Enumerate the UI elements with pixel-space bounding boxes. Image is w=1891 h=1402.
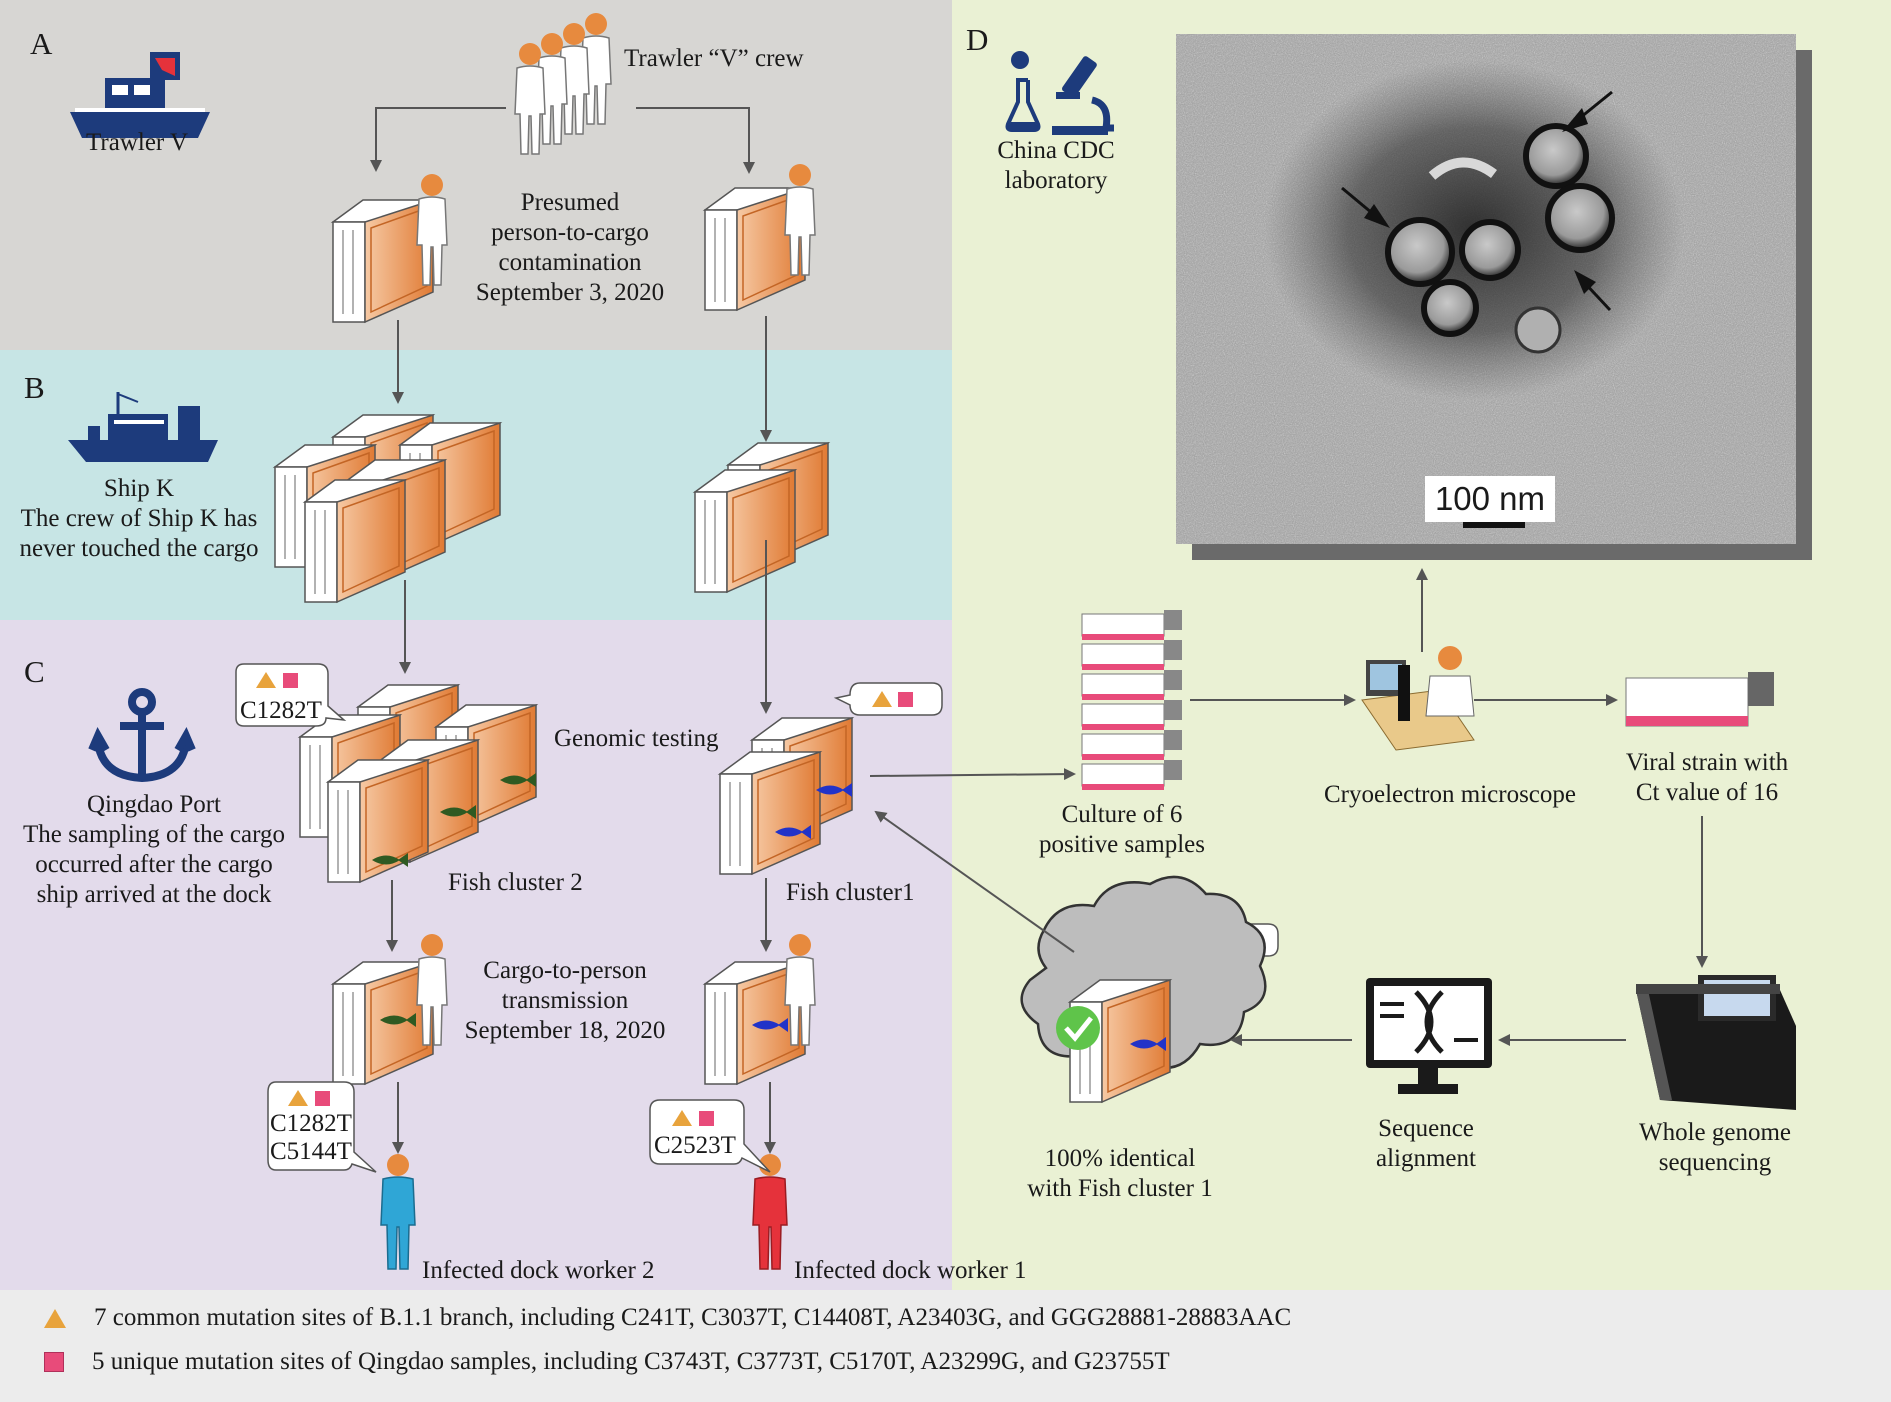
cargo-person-line-3: September 18, 2020	[464, 1017, 666, 1044]
ship-k-line-1: Ship K	[103, 475, 175, 502]
square-marker-icon	[44, 1352, 64, 1372]
port-label: Qingdao Port The sampling of the cargo o…	[14, 790, 294, 910]
bubble-cluster1	[833, 682, 943, 716]
worker-2-label: Infected dock worker 2	[422, 1257, 655, 1284]
em-image	[1176, 34, 1812, 560]
legend-row-triangle: 7 common mutation sites of B.1.1 branch,…	[44, 1304, 1291, 1332]
anchor-icon	[88, 688, 196, 783]
presumed-line-2: person-to-cargo	[491, 219, 649, 246]
viral-line-2: Ct value of 16	[1635, 779, 1779, 806]
cdc-label: China CDC laboratory	[986, 136, 1126, 196]
culture-line-1: Culture of 6	[1061, 801, 1183, 828]
identical-label: 100% identical with Fish cluster 1	[1010, 1144, 1230, 1204]
bubble-cluster2	[235, 663, 347, 727]
identical-line-1: 100% identical	[1044, 1145, 1196, 1172]
ship-k-line-2: The crew of Ship K has	[20, 505, 258, 532]
identical-line-2: with Fish cluster 1	[1027, 1175, 1213, 1202]
fish-cluster-1-label: Fish cluster1	[786, 879, 915, 906]
cargo-ship-icon	[68, 392, 218, 462]
ship-k-label: Ship K The crew of Ship K has never touc…	[14, 474, 264, 564]
bubble-worker2	[267, 1081, 377, 1173]
wgs-label: Whole genome sequencing	[1620, 1118, 1810, 1178]
flow-arrows	[370, 107, 1708, 1154]
trawler-icon	[70, 52, 210, 138]
presumed-line-4: September 3, 2020	[475, 279, 665, 306]
port-line-3: occurred after the cargo	[35, 851, 273, 878]
cdc-line-1: China CDC	[997, 137, 1115, 164]
wgs-line-2: sequencing	[1658, 1149, 1772, 1176]
bubble-worker2-text: C1282T C5144T	[270, 1110, 352, 1166]
cargo-to-person-label: Cargo-to-person transmission September 1…	[460, 956, 670, 1046]
viral-strain-label: Viral strain with Ct value of 16	[1612, 748, 1802, 808]
scale-bar-label: 100 nm	[1425, 476, 1555, 522]
cargo-person-line-1: Cargo-to-person	[483, 957, 647, 984]
bubble-worker1-text: C2523T	[654, 1132, 736, 1159]
legend-square-text: 5 unique mutation sites of Qingdao sampl…	[92, 1348, 1170, 1375]
panel-label-b: B	[24, 370, 45, 405]
alignment-line-2: alignment	[1376, 1145, 1476, 1172]
alignment-line-1: Sequence	[1378, 1115, 1474, 1142]
microscope-icon	[1052, 56, 1114, 135]
port-line-4: ship arrived at the dock	[36, 881, 272, 908]
presumed-line-3: contamination	[498, 249, 642, 276]
ship-k-line-3: never touched the cargo	[19, 535, 259, 562]
cryo-label: Cryoelectron microscope	[1324, 781, 1576, 808]
wgs-line-1: Whole genome	[1638, 1119, 1792, 1146]
identical-cloud	[1020, 875, 1267, 1103]
legend-triangle-text: 7 common mutation sites of B.1.1 branch,…	[94, 1304, 1292, 1331]
lab-flask-icon	[1005, 51, 1041, 132]
culture-line-2: positive samples	[1039, 831, 1205, 858]
legend-row-square: 5 unique mutation sites of Qingdao sampl…	[44, 1348, 1170, 1376]
sequencer-icon	[1636, 975, 1796, 1110]
dna-monitor-icon	[1366, 978, 1492, 1094]
presumed-label: Presumed person-to-cargo contamination S…	[460, 188, 680, 308]
bubble-worker2-line-1: C1282T	[270, 1110, 352, 1137]
trawler-v-label: Trawler V	[86, 129, 189, 156]
worker-1-label: Infected dock worker 1	[794, 1257, 1027, 1284]
crew-label: Trawler “V” crew	[624, 45, 804, 72]
triangle-marker-icon	[44, 1308, 66, 1328]
genomic-testing-label: Genomic testing	[554, 725, 719, 752]
culture-tubes	[1081, 610, 1182, 790]
alignment-label: Sequence alignment	[1356, 1114, 1496, 1174]
infected-worker-1-figure	[752, 1154, 788, 1270]
panel-label-a: A	[30, 26, 53, 61]
bubble-cluster2-text: C1282T	[240, 697, 322, 724]
panel-label-c: C	[24, 654, 45, 689]
cargo-person-line-2: transmission	[501, 987, 629, 1014]
cdc-line-2: laboratory	[1004, 167, 1108, 194]
port-line-2: The sampling of the cargo	[23, 821, 285, 848]
presumed-line-1: Presumed	[520, 189, 620, 216]
legend: 7 common mutation sites of B.1.1 branch,…	[0, 1290, 1891, 1402]
port-line-1: Qingdao Port	[86, 791, 222, 818]
bubble-worker1	[649, 1099, 771, 1173]
infected-worker-2-figure	[380, 1154, 416, 1270]
viral-line-1: Viral strain with	[1625, 749, 1789, 776]
bubble-worker2-line-2: C5144T	[270, 1138, 352, 1165]
fish-cluster-2-label: Fish cluster 2	[448, 869, 583, 896]
culture-label: Culture of 6 positive samples	[1032, 800, 1212, 860]
panel-label-d: D	[966, 22, 989, 57]
viral-strain-tube	[1625, 672, 1774, 727]
cryoelectron-microscope-icon	[1361, 646, 1475, 751]
